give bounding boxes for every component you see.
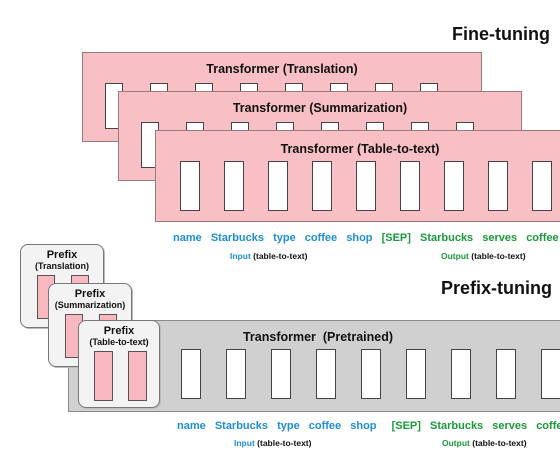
- token-slot: [541, 349, 560, 399]
- token-slot: [181, 349, 201, 399]
- prefix-slot: [94, 351, 113, 401]
- prefix-card-title: Prefix: [46, 249, 78, 261]
- finetuning-output-caption: Output (table-to-text): [441, 251, 526, 261]
- prefix-card-subtitle: (Translation): [34, 261, 89, 271]
- output-token: coffee: [526, 232, 559, 244]
- prefixtuning-token-row: name Starbucks type coffee shop [SEP] St…: [177, 420, 560, 432]
- input-token: type: [273, 232, 296, 244]
- output-caption-detail: (table-to-text): [472, 438, 527, 448]
- output-token: serves: [482, 232, 518, 244]
- token-slot: [496, 349, 516, 399]
- token-slot: [271, 349, 291, 399]
- transformer-translation-label: Transformer (Translation): [206, 62, 358, 76]
- input-token: name: [177, 420, 206, 432]
- prefix-card-subtitle: (Summarization): [54, 300, 126, 310]
- token-slot: [532, 161, 552, 211]
- token-slot: [361, 349, 381, 399]
- output-token: coffee: [536, 420, 560, 432]
- prefix-card-title: Prefix: [74, 288, 106, 300]
- output-token: [SEP]: [381, 232, 411, 244]
- prefix-slot: [128, 351, 147, 401]
- input-token: coffee: [308, 420, 342, 432]
- prefix-card-title: Prefix: [103, 325, 135, 337]
- token-slot: [400, 161, 420, 211]
- input-token: Starbucks: [210, 232, 265, 244]
- input-token: shop: [346, 232, 373, 244]
- finetuning-token-row: name Starbucks type coffee shop [SEP] St…: [173, 232, 560, 244]
- prefixtuning-output-caption: Output (table-to-text): [442, 438, 527, 448]
- input-caption-detail: (table-to-text): [253, 251, 308, 261]
- prefixtuning-input-caption: Input (table-to-text): [234, 438, 311, 448]
- input-caption-label: Input: [230, 251, 251, 261]
- input-token: coffee: [304, 232, 338, 244]
- input-token: shop: [350, 420, 377, 432]
- prefix-card-subtitle: (Table-to-text): [89, 337, 149, 347]
- finetuning-title: Fine-tuning: [452, 24, 550, 44]
- input-token: name: [173, 232, 202, 244]
- token-slot: [312, 161, 332, 211]
- transformer-table-to-text-label: Transformer (Table-to-text): [280, 142, 440, 156]
- transformer-pretrained-label: Transformer (Pretrained): [242, 330, 394, 344]
- output-token: [SEP]: [391, 420, 421, 432]
- input-caption-label: Input: [234, 438, 255, 448]
- output-token: Starbucks: [429, 420, 484, 432]
- token-slot: [316, 349, 336, 399]
- input-token: type: [277, 420, 300, 432]
- token-slot: [180, 161, 200, 211]
- output-token: serves: [492, 420, 528, 432]
- token-slot: [406, 349, 426, 399]
- output-caption-label: Output: [441, 251, 469, 261]
- input-caption-detail: (table-to-text): [257, 438, 312, 448]
- output-caption-detail: (table-to-text): [471, 251, 526, 261]
- token-slot: [268, 161, 288, 211]
- prefixtuning-title: Prefix-tuning: [441, 278, 552, 298]
- token-slot: [356, 161, 376, 211]
- finetuning-input-caption: Input (table-to-text): [230, 251, 307, 261]
- token-slot: [444, 161, 464, 211]
- output-token: Starbucks: [419, 232, 474, 244]
- token-slot: [226, 349, 246, 399]
- output-caption-label: Output: [442, 438, 470, 448]
- token-slot: [451, 349, 471, 399]
- transformer-summarization-label: Transformer (Summarization): [232, 101, 408, 115]
- input-token: Starbucks: [214, 420, 269, 432]
- token-slot: [224, 161, 244, 211]
- token-slot: [488, 161, 508, 211]
- transformer-table-to-text-box: Transformer (Table-to-text): [155, 130, 560, 222]
- prefix-card-table-to-text: Prefix (Table-to-text): [78, 320, 160, 408]
